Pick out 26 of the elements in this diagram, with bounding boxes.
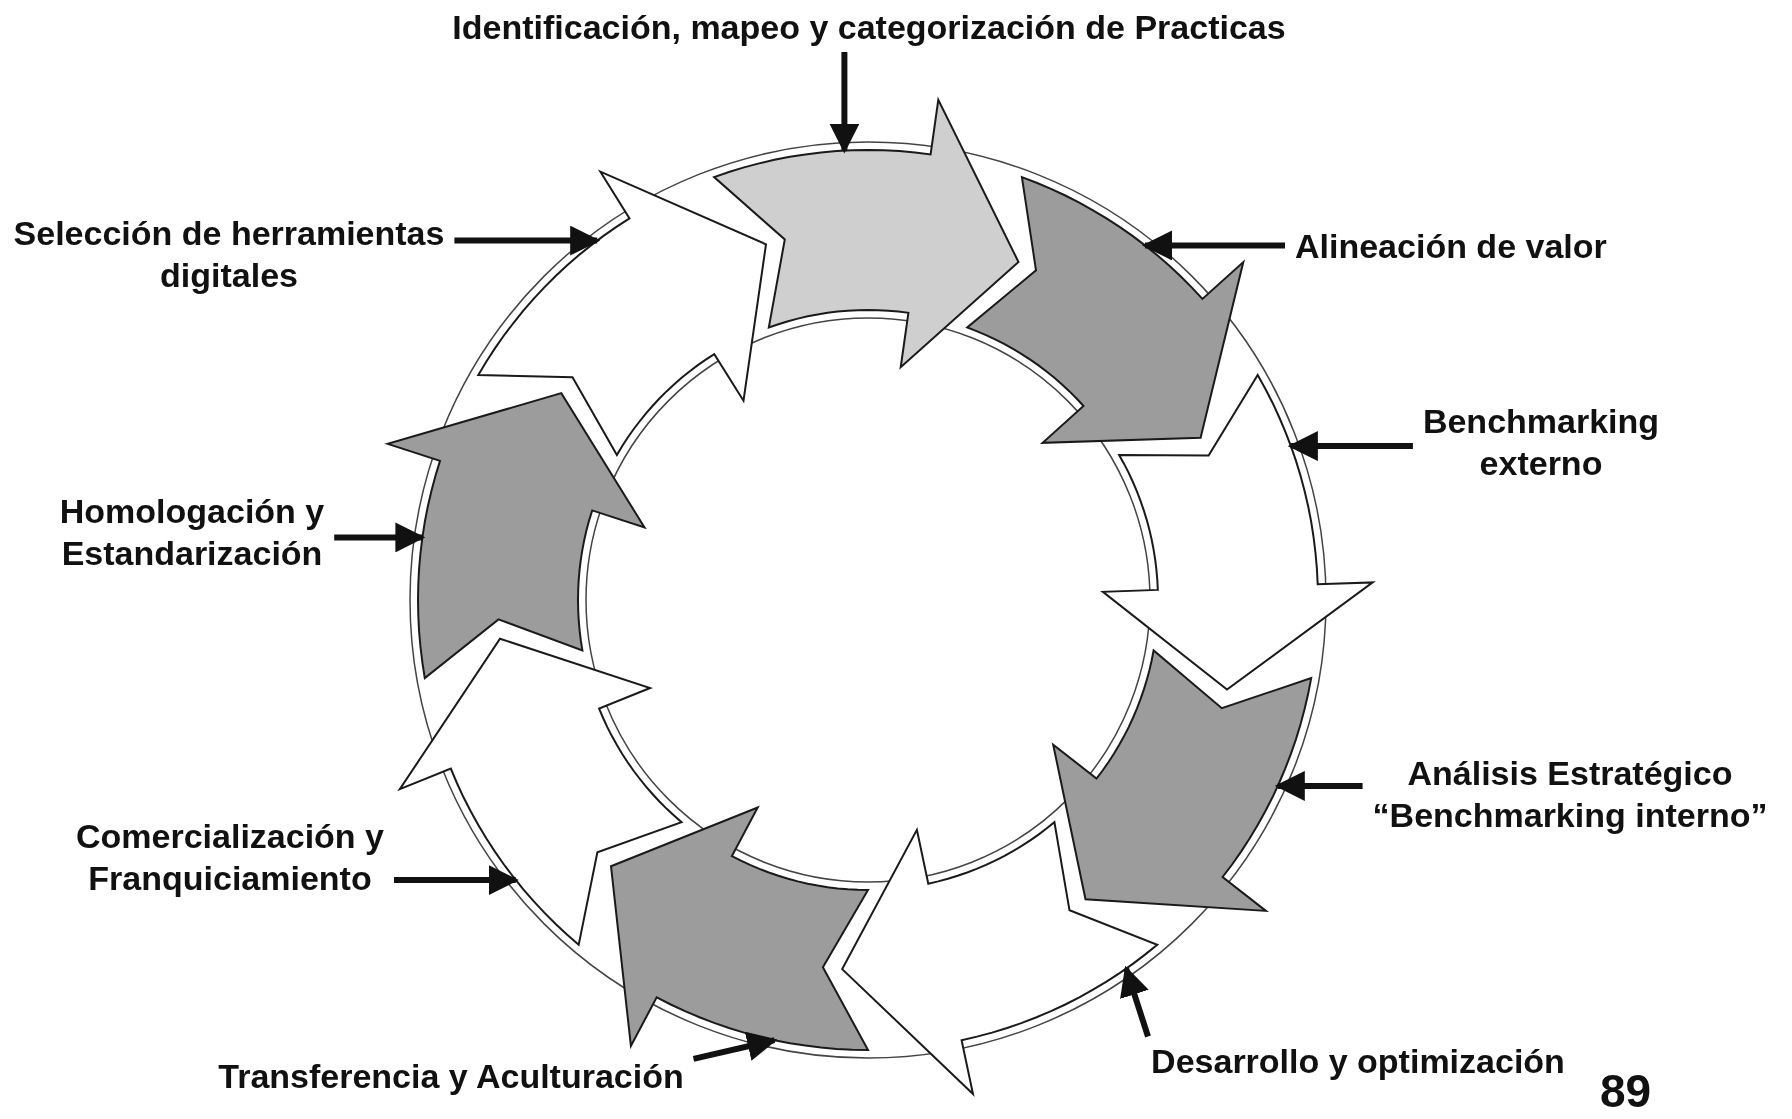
step-label: Identificación, mapeo y categorización de Practicas	[319, 6, 1419, 48]
page-number: 89	[1600, 1066, 1652, 1116]
arrow	[394, 865, 519, 896]
step-label: Alineación de valor	[1295, 225, 1735, 267]
arrow	[829, 52, 860, 154]
cycle-arrow-segment	[397, 637, 684, 947]
step-label: Homologación y Estandarización	[32, 490, 352, 574]
arrow	[334, 522, 426, 553]
cycle-arrow-segment	[712, 96, 1020, 370]
arrow	[1142, 230, 1285, 261]
arrow	[692, 1031, 778, 1062]
cycle-arrow-segment	[609, 805, 870, 1052]
cycle-arrow-segment	[965, 175, 1246, 444]
step-label: Análisis Estratégico “Benchmarking interno”	[1350, 752, 1790, 836]
cycle-arrow-segment	[476, 169, 768, 457]
step-label: Transferencia y Aculturación	[171, 1055, 731, 1097]
cycle-arrow-segment	[384, 391, 647, 680]
cycle-arrow-segment	[1051, 648, 1313, 913]
arrow	[1120, 965, 1151, 1038]
arrow	[1274, 770, 1363, 801]
step-label: Selección de herramientas digitales	[9, 212, 449, 296]
cycle-arrow-segment	[1100, 373, 1376, 691]
step-label: Comercialización y Franquiciamiento	[40, 815, 420, 899]
arrow	[1287, 431, 1413, 462]
arrow	[454, 225, 601, 256]
step-label: Benchmarking externo	[1391, 400, 1691, 484]
